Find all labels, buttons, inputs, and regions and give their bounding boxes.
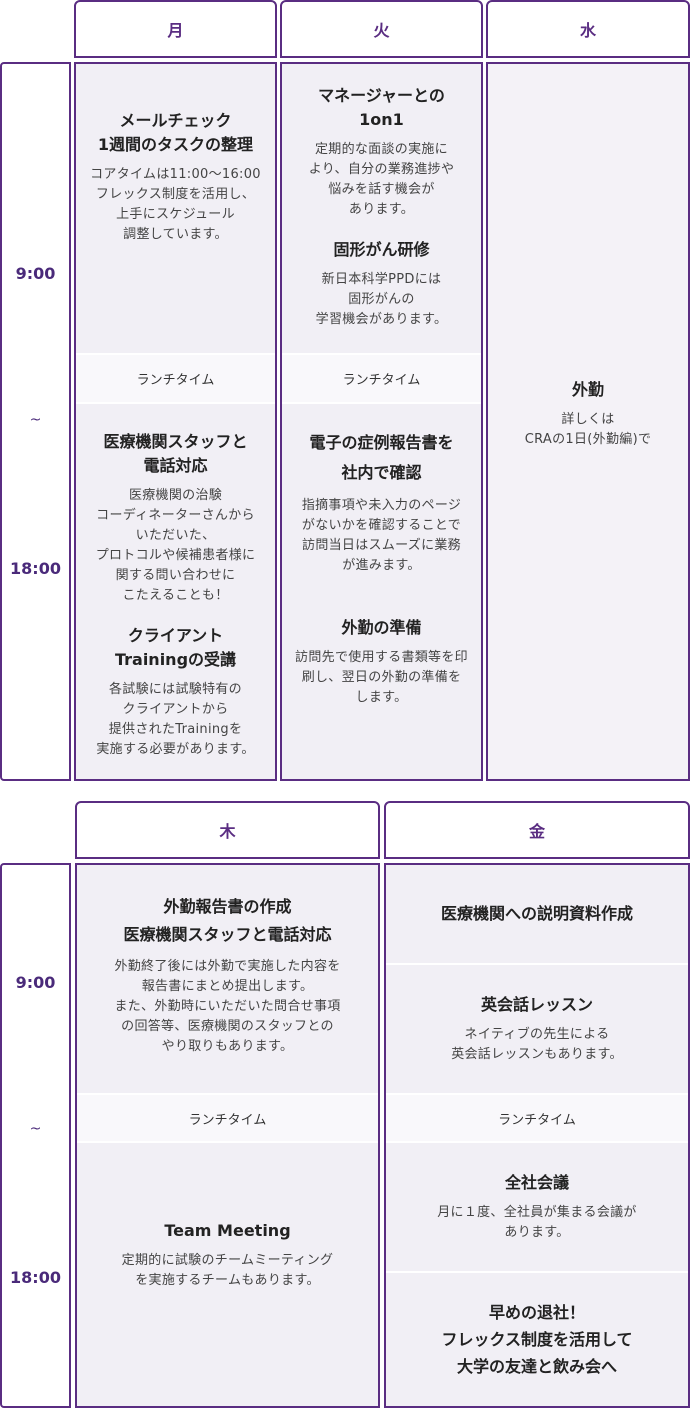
day-header-thu: 木: [75, 801, 380, 859]
block-desc: ネイティブの先生による 英会話レッスンもあります。: [451, 1027, 623, 1062]
block-desc: 詳しくは CRAの1日(外勤編)で: [524, 411, 652, 447]
schedule-block: マネージャーとの 1on1 定期的な面談の実施に より、自分の業務進捗や 悩みを…: [282, 64, 481, 354]
block-title: 外勤の準備: [341, 618, 422, 637]
divider: [386, 1093, 688, 1095]
schedule-block: 医療機関への説明資料作成: [386, 865, 688, 963]
divider: [76, 353, 275, 355]
day-label: 月: [167, 21, 184, 40]
schedule-block: 早めの退社！ フレックス制度を活用して 大学の友達と飲み会へ: [386, 1273, 688, 1406]
schedule-block: 医療機関スタッフと 電話対応 医療機関の治験 コーディネーターさんから いただい…: [76, 404, 275, 781]
block-desc: 外勤終了後には外勤で実施した内容を 報告書にまとめ提出します。 また、外勤時にい…: [114, 959, 341, 1054]
schedule-block: 英会話レッスン ネイティブの先生による 英会話レッスンもあります。: [386, 965, 688, 1093]
divider: [77, 1141, 378, 1143]
block-desc: 訪問先で使用する書類等を印 刷し、翌日の外勤の準備を します。: [295, 650, 468, 705]
lunch-block: ランチタイム: [386, 1095, 688, 1141]
divider: [76, 402, 275, 404]
block-title: Team Meeting: [164, 1220, 291, 1240]
day-column-tue: マネージャーとの 1on1 定期的な面談の実施に より、自分の業務進捗や 悩みを…: [280, 62, 483, 781]
day-column-wed: 外勤 詳しくは CRAの1日(外勤編)で: [486, 62, 690, 781]
lunch-label: ランチタイム: [136, 373, 215, 388]
block-title: クライアント Trainingの受講: [114, 626, 237, 669]
day-label: 金: [528, 822, 545, 841]
schedule-block: 電子の症例報告書を 社内で確認 指摘事項や未入力のページ がないかを確認すること…: [282, 404, 481, 781]
day-label: 木: [219, 822, 236, 841]
block-title: 外勤: [571, 379, 604, 399]
divider: [386, 963, 688, 965]
block-title: 医療機関スタッフと 電話対応: [103, 432, 248, 475]
block-title: 全社会議: [504, 1173, 569, 1192]
schedule-block: メールチェック 1週間のタスクの整理 コアタイムは11:00〜16:00 フレッ…: [76, 64, 275, 354]
day-header-wed: 水: [486, 0, 690, 58]
day-header-fri: 金: [384, 801, 690, 859]
block-title: 医療機関への説明資料作成: [440, 904, 633, 923]
lunch-block: ランチタイム: [76, 355, 275, 402]
divider: [77, 1093, 378, 1095]
day-column-thu: 外勤報告書の作成 医療機関スタッフと電話対応 外勤終了後には外勤で実施した内容を…: [75, 863, 380, 1408]
block-desc: 定期的な面談の実施に より、自分の業務進捗や 悩みを話す機会が あります。: [308, 142, 455, 217]
lunch-label: ランチタイム: [188, 1112, 267, 1128]
time-column: 9:00 ~ 18:00: [0, 62, 71, 781]
block-desc: 医療機関の治験 コーディネーターさんから いただいた、 プロトコルや候補患者様に…: [95, 488, 256, 603]
time-end: 18:00: [10, 1268, 61, 1287]
divider: [282, 402, 481, 404]
time-tilde: ~: [29, 412, 42, 428]
block-title: 早めの退社！ フレックス制度を活用して 大学の友達と飲み会へ: [441, 1303, 633, 1376]
day-header-mon: 月: [74, 0, 277, 58]
block-desc: 各試験には試験特有の クライアントから 提供されたTrainingを 実施する必…: [96, 682, 255, 757]
block-title: メールチェック 1週間のタスクの整理: [97, 111, 254, 154]
lunch-block: ランチタイム: [77, 1095, 378, 1141]
lunch-label: ランチタイム: [498, 1112, 576, 1128]
time-start: 9:00: [15, 264, 56, 283]
day-column-fri: 医療機関への説明資料作成 英会話レッスン ネイティブの先生による 英会話レッスン…: [384, 863, 690, 1408]
divider: [386, 1271, 688, 1273]
time-end: 18:00: [10, 559, 61, 578]
day-label: 水: [579, 21, 596, 40]
block-title: マネージャーとの 1on1: [318, 86, 445, 129]
block-desc: 定期的に試験のチームミーティング を実施するチームもあります。: [121, 1252, 334, 1288]
block-title: 電子の症例報告書を 社内で確認: [309, 433, 454, 482]
lunch-block: ランチタイム: [282, 355, 481, 402]
block-desc: 新日本科学PPDには 固形がんの 学習機会があります。: [315, 272, 448, 327]
block-desc: コアタイムは11:00〜16:00 フレックス制度を活用し、 上手にスケジュール…: [90, 167, 261, 242]
block-title: 固形がん研修: [333, 240, 430, 259]
day-column-mon: メールチェック 1週間のタスクの整理 コアタイムは11:00〜16:00 フレッ…: [74, 62, 277, 781]
time-start: 9:00: [15, 973, 56, 992]
day-label: 火: [373, 21, 390, 40]
schedule-block: Team Meeting 定期的に試験のチームミーティング を実施するチームもあ…: [77, 1143, 378, 1406]
divider: [386, 1141, 688, 1143]
lunch-label: ランチタイム: [342, 373, 421, 388]
time-tilde: ~: [29, 1121, 42, 1137]
block-title: 外勤報告書の作成 医療機関スタッフと電話対応: [123, 897, 332, 944]
schedule-block: 全社会議 月に１度、全社員が集まる会議が あります。: [386, 1143, 688, 1271]
divider: [282, 353, 481, 355]
block-desc: 指摘事項や未入力のページ がないかを確認することで 訪問当日はスムーズに業務 が…: [301, 498, 462, 573]
block-title: 英会話レッスン: [480, 995, 593, 1014]
block-desc: 月に１度、全社員が集まる会議が あります。: [437, 1205, 637, 1240]
time-column: 9:00 ~ 18:00: [0, 863, 71, 1408]
day-header-tue: 火: [280, 0, 483, 58]
schedule-block: 外勤報告書の作成 医療機関スタッフと電話対応 外勤終了後には外勤で実施した内容を…: [77, 865, 378, 1093]
schedule-block: 外勤 詳しくは CRAの1日(外勤編)で: [488, 64, 688, 779]
